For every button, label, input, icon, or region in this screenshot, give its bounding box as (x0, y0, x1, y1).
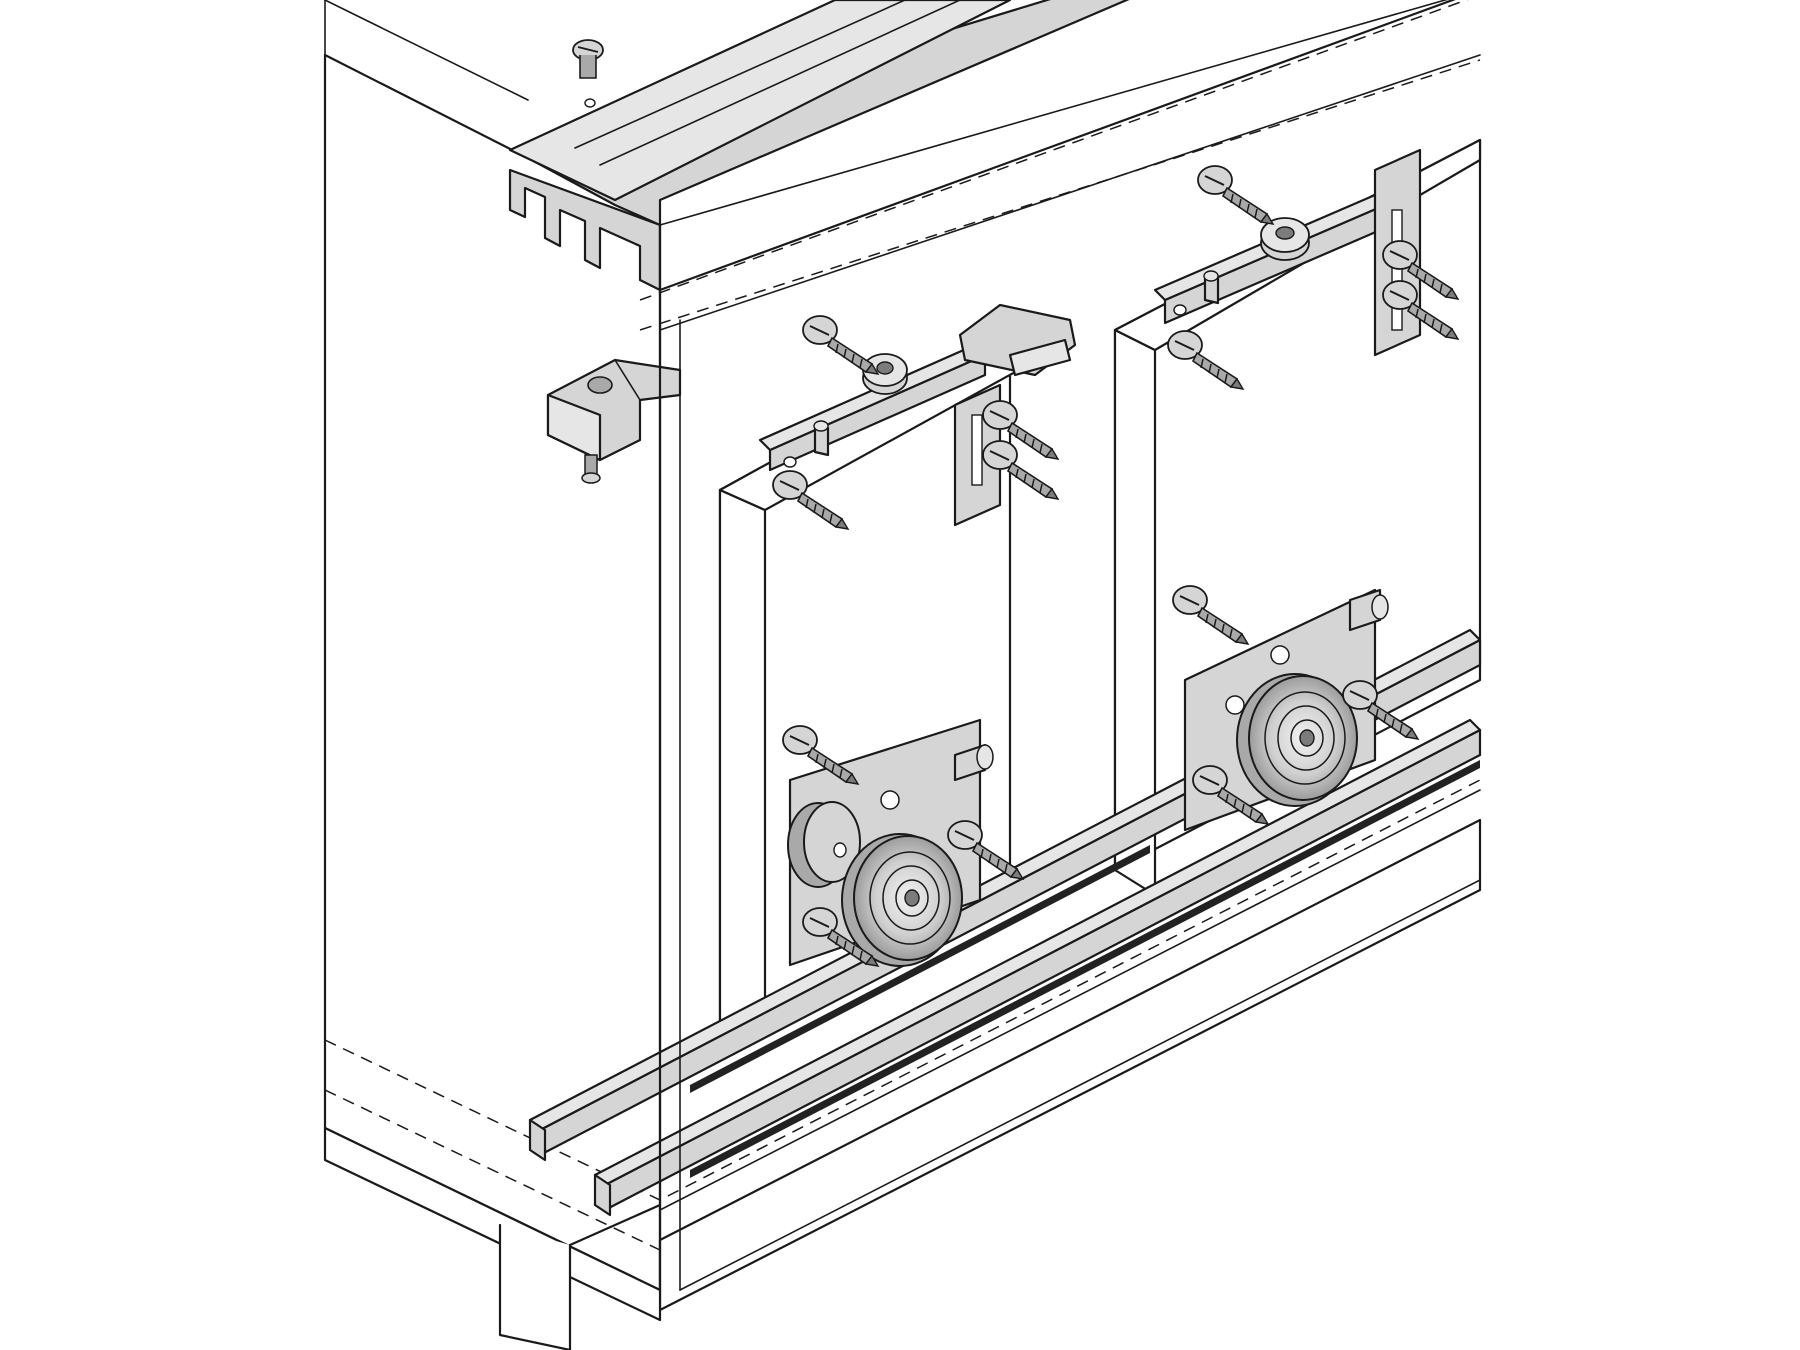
top-guide-slider (958, 303, 1077, 377)
roller-wheel-icon (841, 833, 963, 967)
screw-icon (802, 315, 879, 375)
bottom-guide-rail-rear (593, 718, 1482, 1217)
cabinet-front-edge (658, 223, 1481, 1292)
top-rail-screw (572, 39, 604, 108)
roller-wheel-icon (1236, 673, 1358, 807)
clip-screw (581, 454, 601, 484)
screw-icon (1197, 165, 1274, 225)
bottom-roller-bumper (787, 801, 861, 888)
cabinet-top-panel (639, 0, 1481, 331)
door-stop-clip (546, 358, 682, 462)
top-hanger-bracket-rear (1153, 148, 1422, 357)
